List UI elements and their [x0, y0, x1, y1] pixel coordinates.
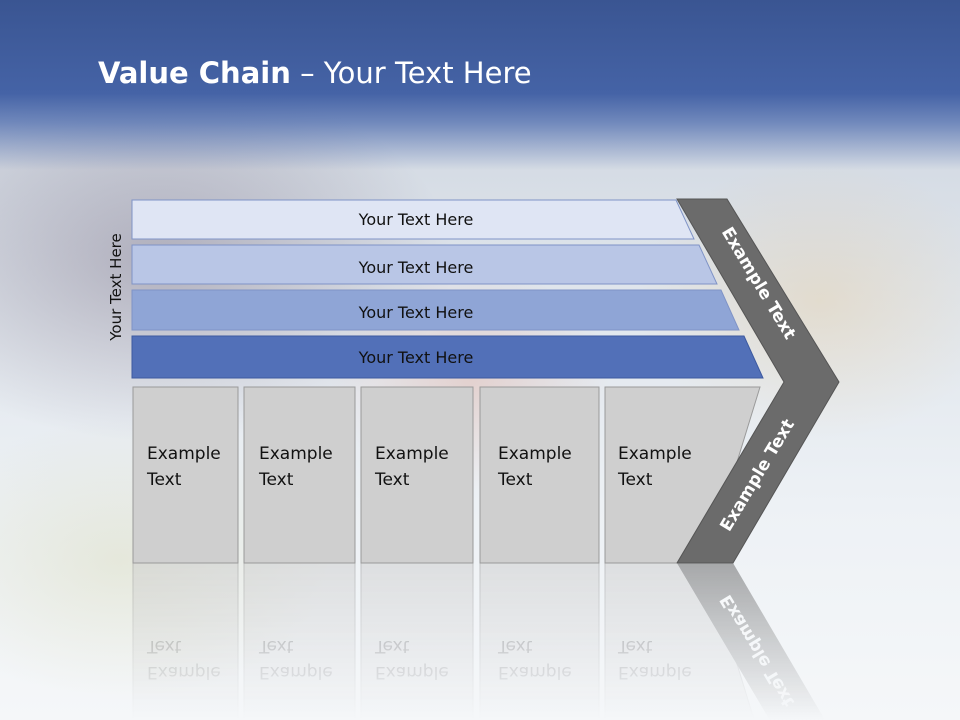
bar-3-label: Your Text Here [358, 303, 474, 322]
bar-3[interactable] [131, 289, 740, 331]
reflection-box-1-line2: Text [146, 636, 182, 656]
reflection-box-3-line1: Example [375, 662, 449, 682]
reflection-box-2 [243, 562, 356, 720]
reflection-box-2-line2: Text [258, 636, 294, 656]
bar-1[interactable] [131, 199, 695, 240]
box-5-line1: Example [618, 444, 692, 464]
bar-4-label: Your Text Here [358, 348, 474, 367]
bar-2[interactable] [131, 244, 718, 285]
slide-title[interactable]: Value Chain – Your Text Here [98, 56, 532, 90]
reflection-box-5-line2: Text [617, 636, 653, 656]
box-1-line1: Example [147, 444, 221, 464]
bar-1-label: Your Text Here [358, 210, 474, 229]
box-5-line2: Text [617, 470, 653, 490]
box-3[interactable] [360, 386, 474, 564]
reflection: Example Text Example Text Example Text E… [132, 562, 825, 720]
box-3-line2: Text [374, 470, 410, 490]
reflection-box-1-line1: Example [147, 662, 221, 682]
reflection-box-3-line2: Text [374, 636, 410, 656]
reflection-box-3 [360, 562, 474, 720]
bar-2-label: Your Text Here [358, 258, 474, 277]
reflection-box-1 [132, 562, 239, 720]
box-1[interactable] [132, 386, 239, 564]
reflection-box-4-line1: Example [498, 662, 572, 682]
box-3-line1: Example [375, 444, 449, 464]
title-rest: – Your Text Here [290, 56, 532, 90]
box-4-line1: Example [498, 444, 572, 464]
box-2[interactable] [243, 386, 356, 564]
header-band [0, 0, 960, 170]
box-2-line2: Text [258, 470, 294, 490]
box-2-line1: Example [259, 444, 333, 464]
title-bold: Value Chain [98, 56, 291, 90]
reflection-box-4-line2: Text [497, 636, 533, 656]
box-1-line2: Text [146, 470, 182, 490]
boxes-group: Example Text Example Text Example Text E… [132, 386, 761, 564]
reflection-chevron-lower [677, 563, 825, 720]
box-4[interactable] [479, 386, 600, 564]
reflection-box-5-line1: Example [618, 662, 692, 682]
reflection-box-4 [479, 562, 600, 720]
bars-group: Your Text Here Your Text Here Your Text … [131, 199, 764, 379]
box-4-line2: Text [497, 470, 533, 490]
bar-4[interactable] [131, 335, 764, 379]
reflection-box-2-line1: Example [259, 662, 333, 682]
